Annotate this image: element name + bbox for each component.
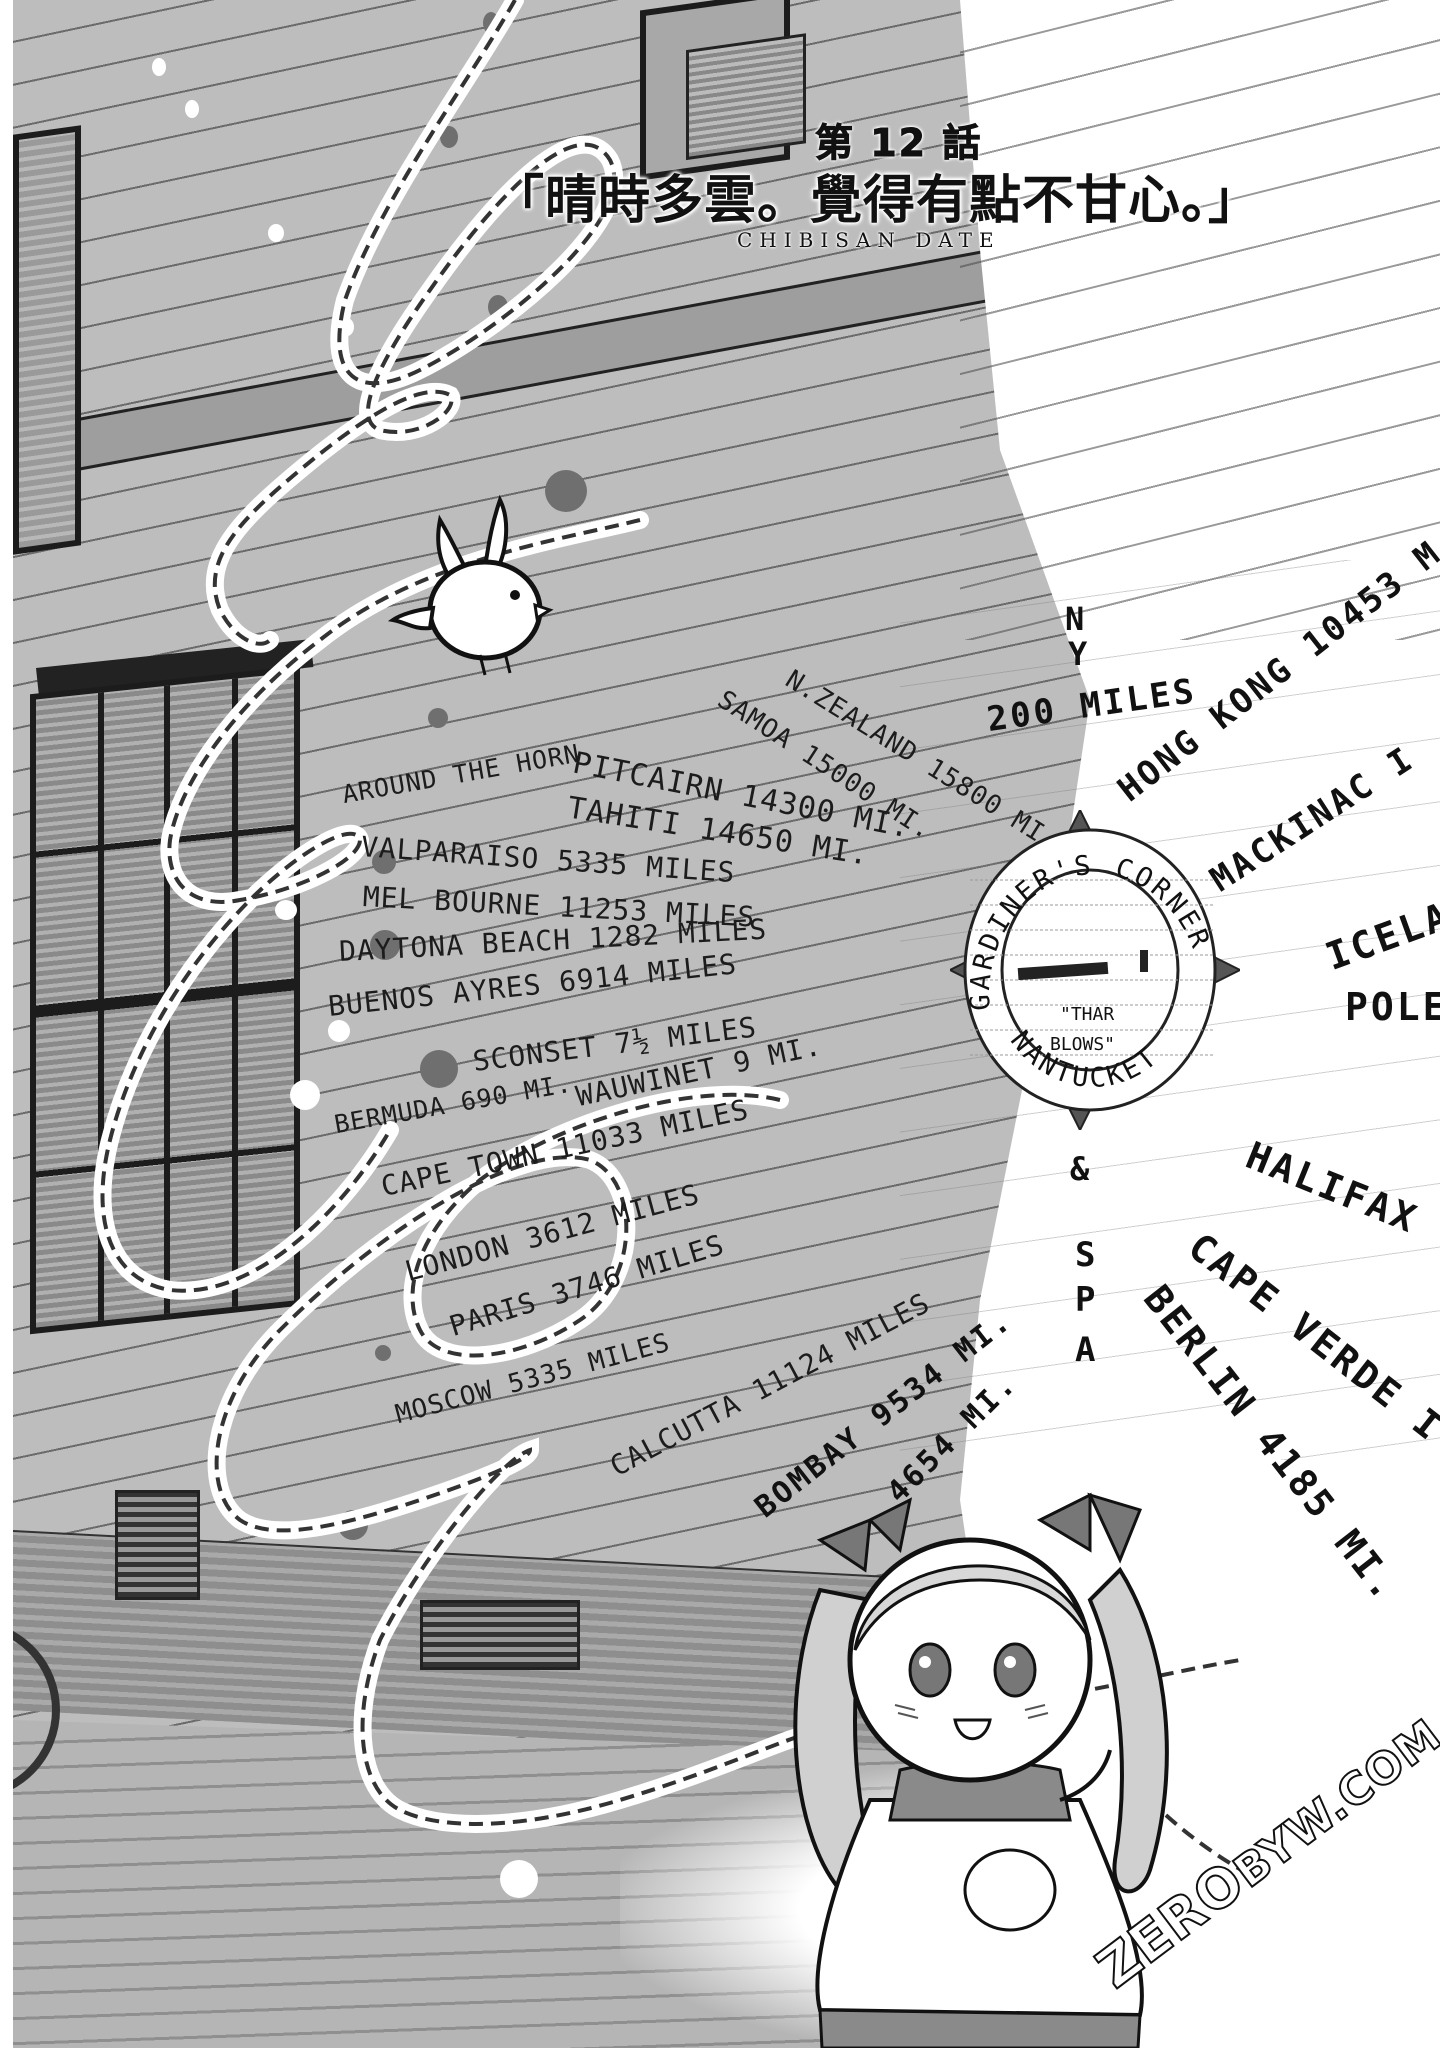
screen-dot (483, 12, 499, 34)
window-large (30, 665, 300, 1335)
screen-dot (488, 295, 508, 319)
wall-text: P (1075, 1280, 1099, 1320)
window-top-center (640, 0, 806, 181)
screen-dot (428, 708, 448, 728)
wall-text: & (1070, 1150, 1093, 1188)
wall-text: Y (1068, 635, 1091, 673)
compass-sign: GARDINER'S CORNER NANTUCKET "THAR BLOWS" (950, 810, 1240, 1130)
screen-dot (268, 224, 284, 242)
screen-dot (338, 1510, 368, 1540)
page-margin (0, 0, 13, 2048)
screen-dot (290, 1080, 320, 1110)
lit-siding-lines (960, 0, 1440, 640)
window-top-left (13, 125, 81, 555)
wall-vent (115, 1490, 200, 1600)
screen-dot (185, 100, 199, 118)
chapter-title: 「晴時多雲。覺得有點不甘心。」 (492, 171, 1262, 231)
screen-dot (152, 58, 166, 76)
air-conditioner (686, 33, 806, 161)
screen-dot (420, 1050, 458, 1088)
screen-dot (440, 126, 458, 148)
wall-text: S (1075, 1235, 1099, 1275)
screen-dot (328, 1020, 350, 1042)
wall-vent (420, 1600, 580, 1670)
screen-dot (275, 900, 297, 920)
compass-center-line2: BLOWS" (1050, 1034, 1115, 1055)
screen-dot (375, 1345, 391, 1361)
wall-text: POLE (1345, 985, 1440, 1029)
series-name: CHIBISAN DATE (737, 228, 1001, 252)
wall-text: N (1065, 600, 1088, 638)
compass-center-line1: "THAR (1060, 1004, 1114, 1025)
screen-dot (340, 318, 354, 336)
screen-dot (500, 1860, 538, 1898)
bird-illustration (387, 494, 554, 676)
wall-text: A (1075, 1330, 1099, 1370)
